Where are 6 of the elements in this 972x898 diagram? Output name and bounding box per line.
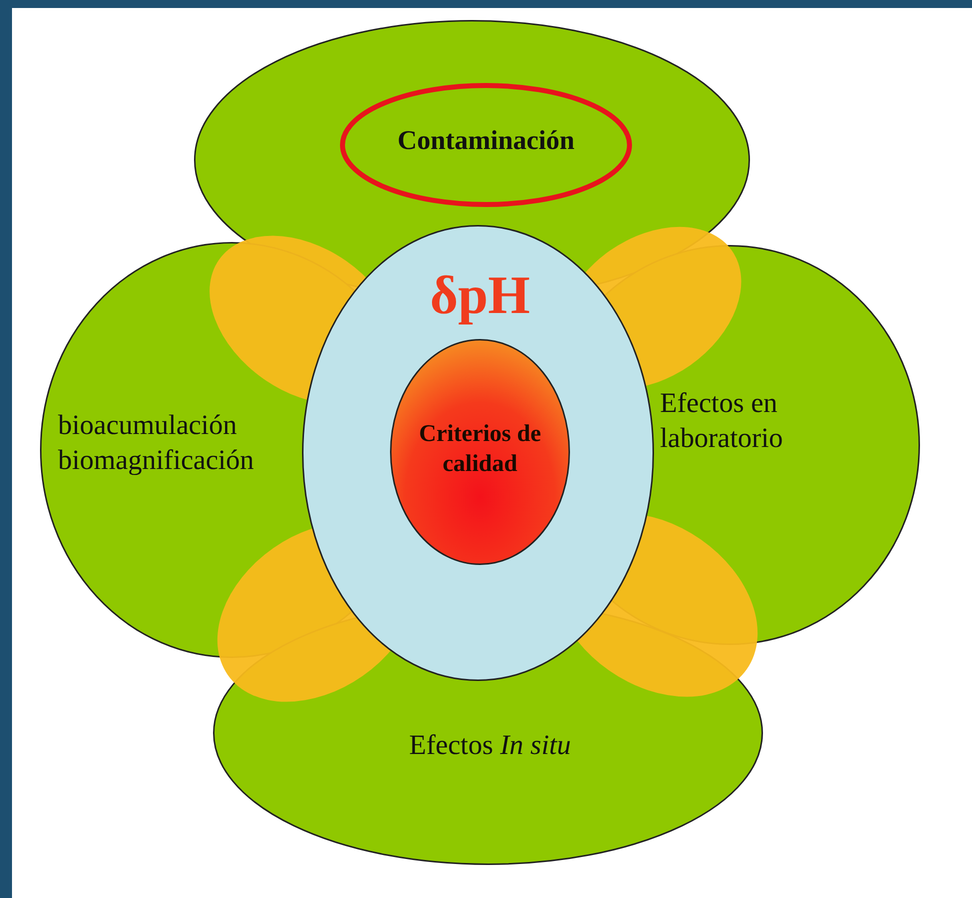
region-label: Efectos In situ <box>408 729 572 763</box>
region-label: bioacumulación biomagnificación <box>58 409 255 478</box>
region-label: Contaminación <box>396 124 576 157</box>
region-label: Efectos en laboratorio <box>660 387 784 456</box>
region-label: Criterios de calidad <box>418 420 542 479</box>
heading-label: δpH <box>428 264 532 327</box>
